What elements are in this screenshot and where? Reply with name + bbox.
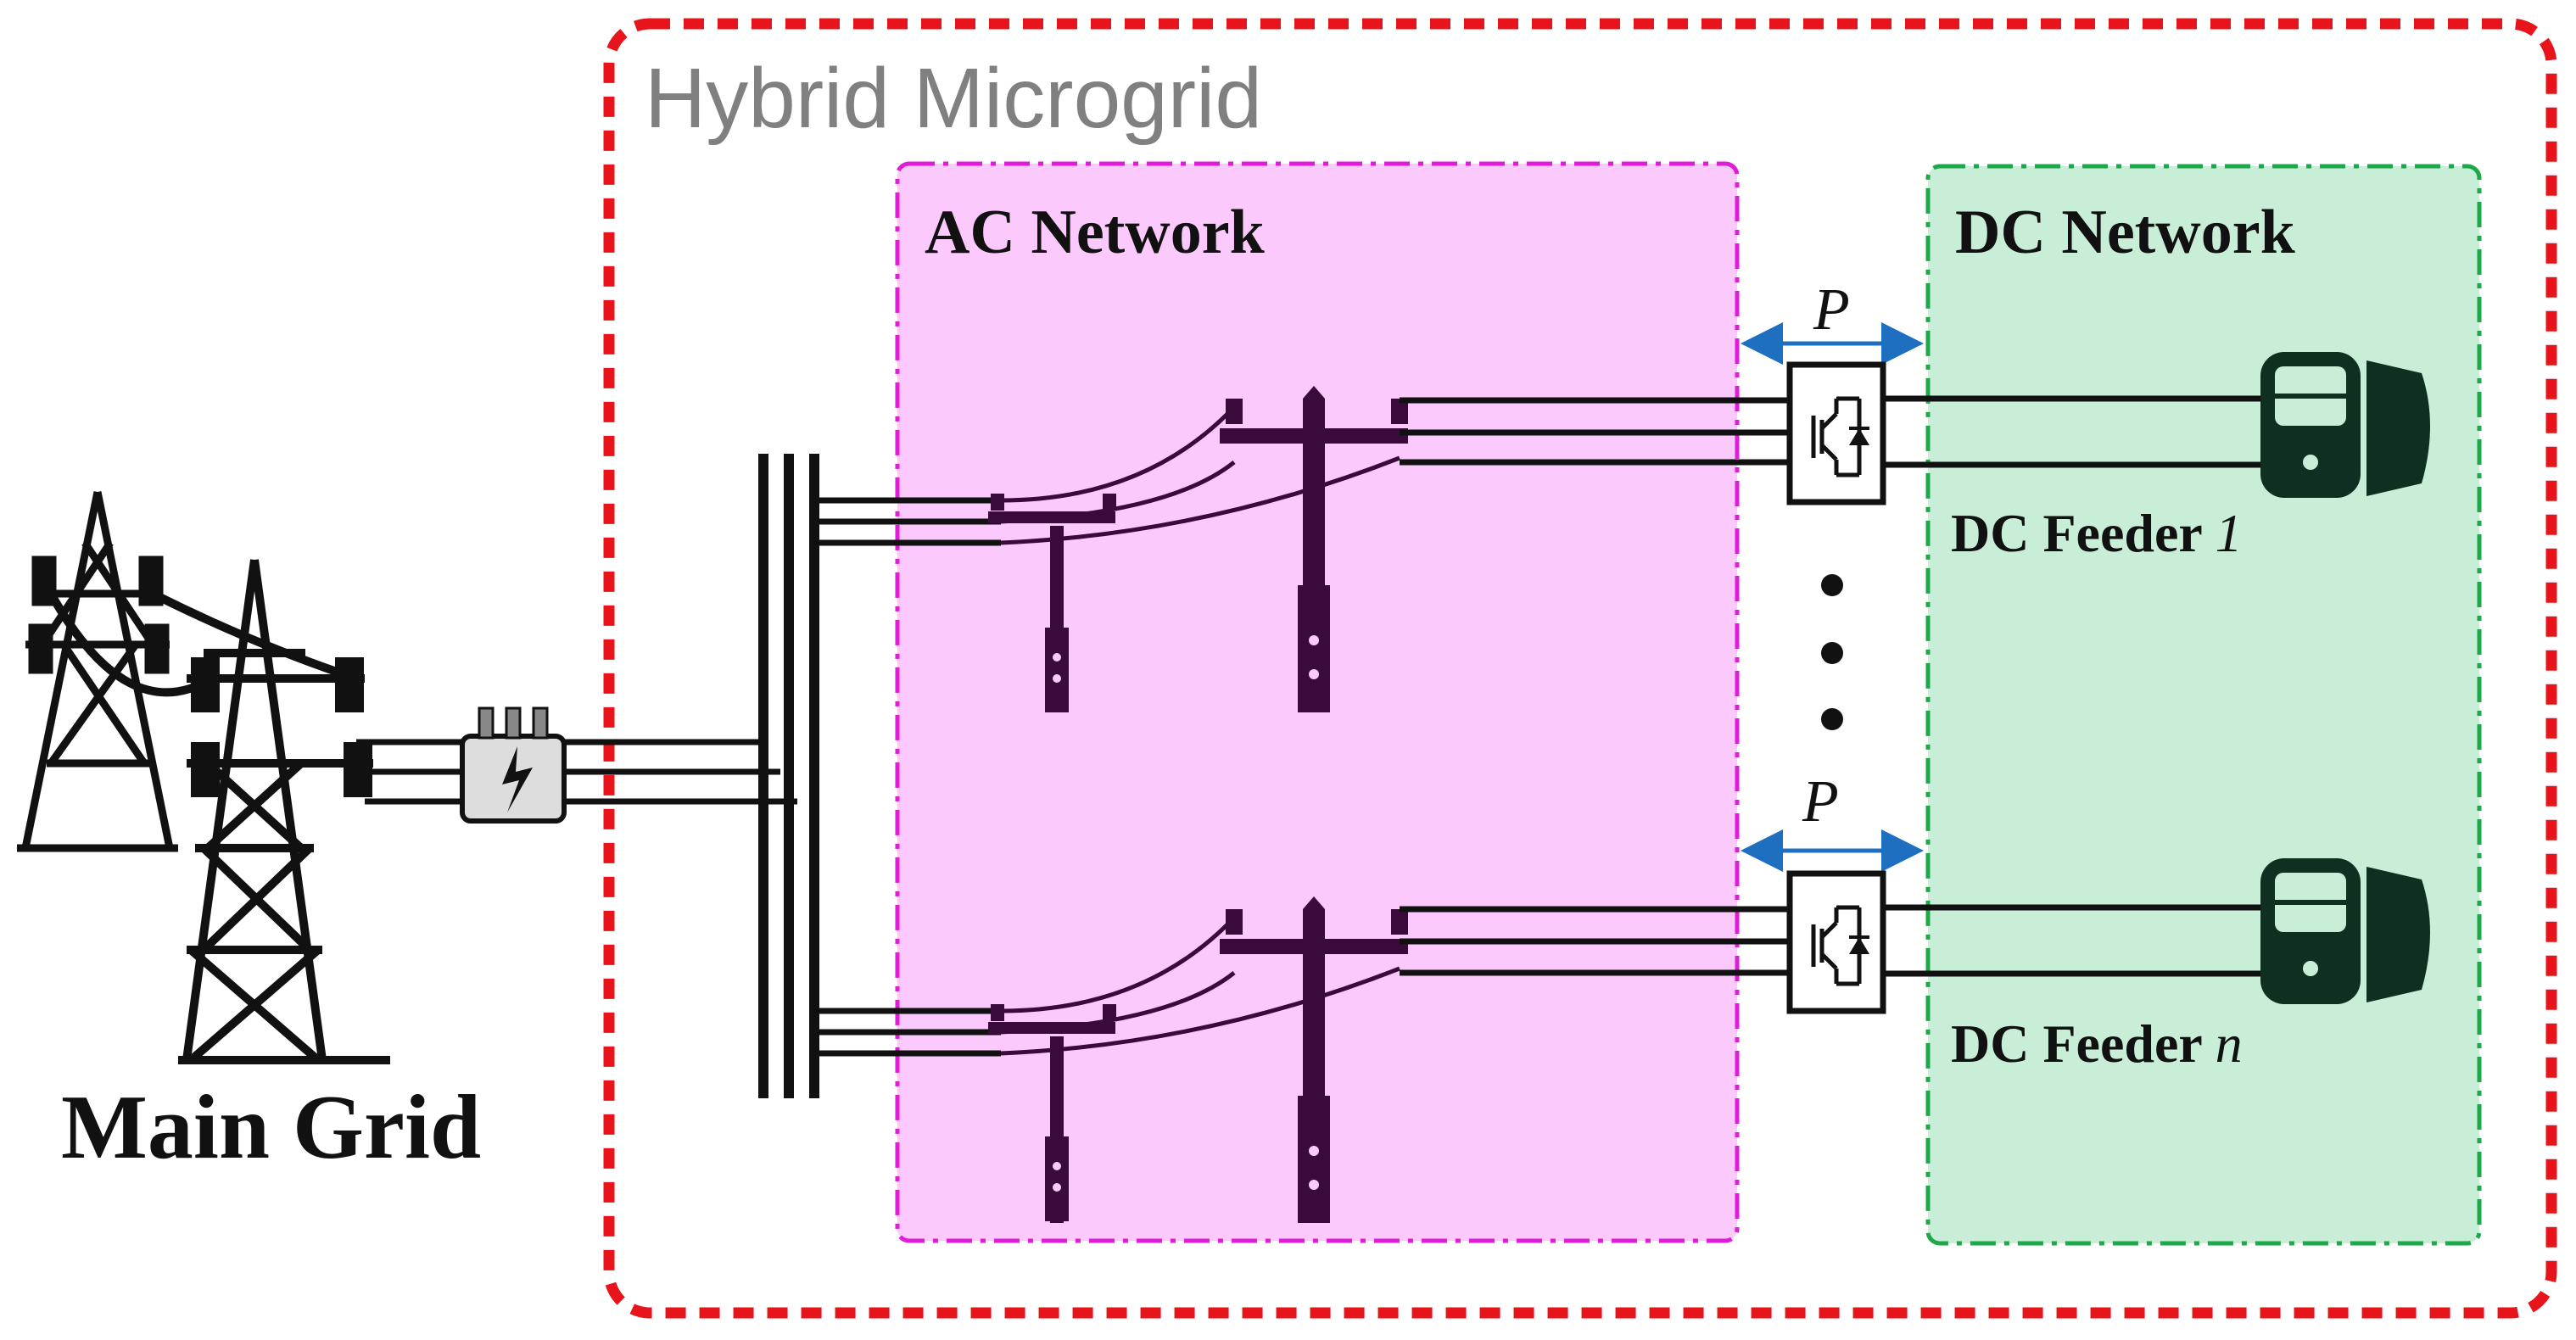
dc-feeder-n-label: DC Feeder n — [1951, 1013, 2243, 1074]
ac-feeder-top-lines — [814, 497, 1001, 546]
ac-to-converter-top-lines — [1400, 397, 1790, 466]
hybrid-microgrid-title: Hybrid Microgrid — [645, 51, 1262, 146]
hybrid-microgrid-boundary — [603, 18, 2557, 1319]
converter-bottom-icon — [1786, 870, 1886, 1014]
utility-poles-top-icon — [988, 386, 1408, 712]
ellipsis-dots — [1821, 574, 1843, 730]
power-symbol-top: P — [1813, 277, 1850, 343]
dc-feeder-1-lines — [1883, 395, 2260, 468]
ac-to-converter-bottom-lines — [1400, 906, 1790, 976]
dc-load-n-icon — [2260, 858, 2430, 1004]
grid-feed-lines — [356, 739, 462, 805]
utility-poles-bottom-icon — [988, 896, 1408, 1223]
ac-busbar — [758, 454, 819, 1098]
main-grid-label: Main Grid — [61, 1077, 481, 1178]
dc-feeder-1-index: 1 — [2216, 503, 2243, 563]
converter-top-icon — [1786, 361, 1886, 505]
dc-feeder-n-lines — [1883, 904, 2260, 977]
power-symbol-bottom: P — [1802, 769, 1839, 835]
ac-network-label: AC Network — [925, 198, 1266, 267]
transmission-tower-left-icon — [17, 491, 178, 852]
ac-feeder-bottom-lines — [814, 1008, 1001, 1057]
dc-feeder-n-index: n — [2216, 1013, 2243, 1074]
dc-feeder-1-label: DC Feeder 1 — [1951, 503, 2243, 563]
dc-network-label: DC Network — [1955, 198, 2296, 267]
dc-load-1-icon — [2260, 352, 2430, 498]
dc-network-region — [1925, 164, 2482, 1246]
transformer-icon — [460, 706, 567, 824]
dc-feeder-1-prefix: DC Feeder — [1951, 503, 2216, 563]
dc-feeder-n-prefix: DC Feeder — [1951, 1013, 2216, 1074]
transmission-tower-right-icon — [47, 559, 390, 1064]
